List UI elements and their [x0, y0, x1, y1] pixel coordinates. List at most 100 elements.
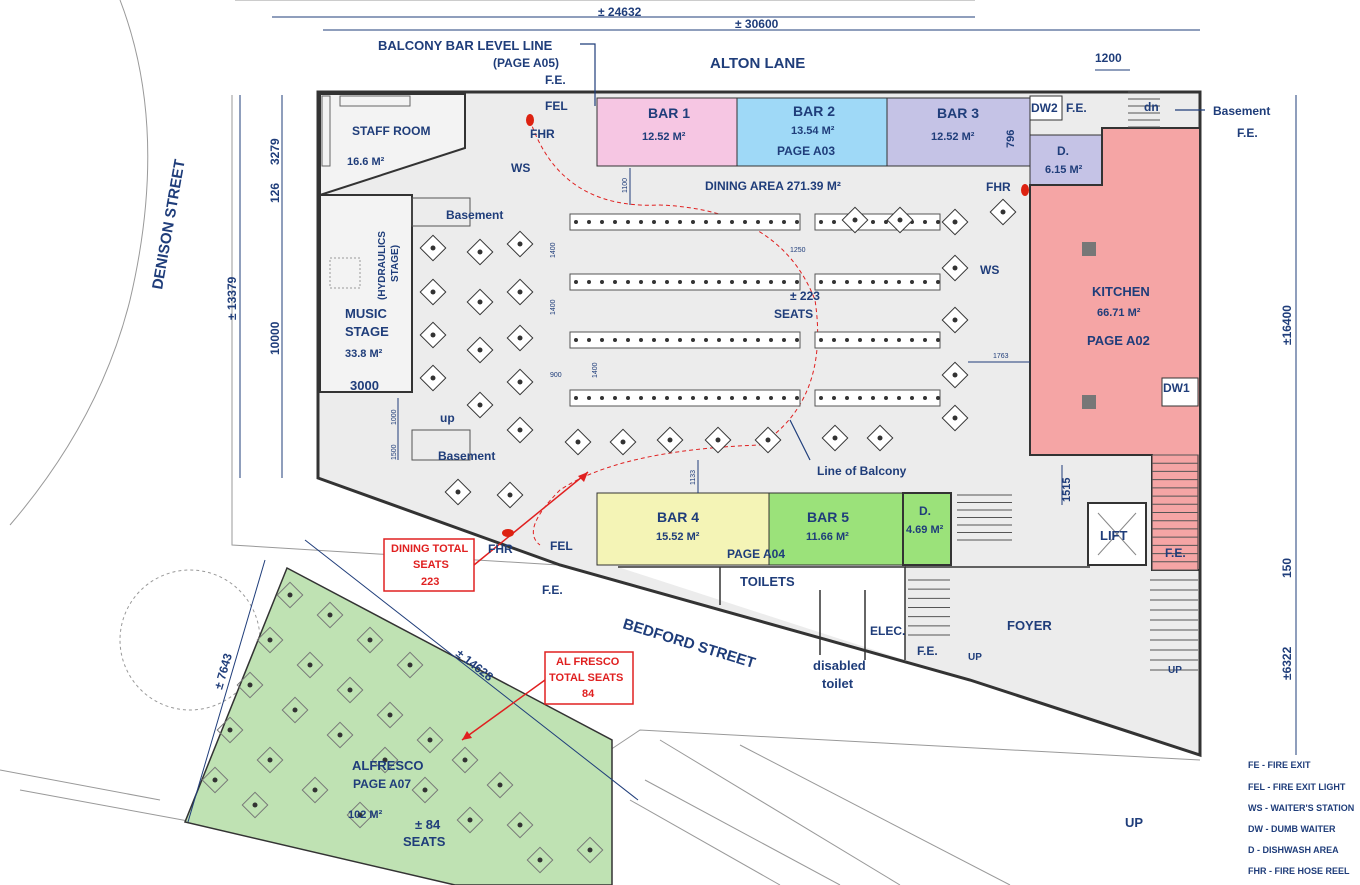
alfresco-total-line2: TOTAL SEATS	[549, 672, 623, 684]
seat-marker	[769, 220, 773, 224]
bar2-area: 13.54 M²	[791, 125, 835, 137]
seat-marker	[665, 220, 669, 224]
seat-marker	[639, 220, 643, 224]
seat-marker	[574, 280, 578, 284]
seat-marker	[884, 338, 888, 342]
d-top-name: D.	[1057, 144, 1069, 158]
seat-marker	[743, 220, 747, 224]
table-marker	[715, 437, 721, 443]
table-marker	[897, 217, 903, 223]
dim-1250: 1250	[790, 247, 806, 254]
seat-marker	[574, 220, 578, 224]
seat-marker	[871, 280, 875, 284]
seat-marker	[587, 220, 591, 224]
dimension-lines	[187, 16, 1297, 823]
dim-3000: 3000	[350, 378, 379, 393]
seat-marker	[665, 280, 669, 284]
disabled-toilet-line2: toilet	[822, 676, 854, 691]
seat-marker	[897, 396, 901, 400]
bar4-name: BAR 4	[657, 509, 699, 525]
alfresco-table	[346, 801, 374, 829]
table-marker	[575, 439, 581, 445]
toilets-label: TOILETS	[740, 574, 795, 589]
bar5-area: 11.66 M²	[806, 531, 849, 543]
seat-marker	[704, 338, 708, 342]
alfresco-marker	[312, 787, 318, 793]
alfresco-table	[276, 581, 304, 609]
table-marker	[477, 299, 483, 305]
dim-1400b: 1400	[550, 299, 557, 315]
alfresco-table	[201, 766, 229, 794]
d-top-room	[1029, 134, 1103, 186]
table-marker	[1000, 209, 1006, 215]
seat-marker	[613, 396, 617, 400]
seat-marker	[936, 220, 940, 224]
dim-126: 126	[268, 183, 282, 203]
up-label-foyer: UP	[968, 652, 982, 663]
fhr-markers	[502, 114, 1029, 537]
alton-lane-label: ALTON LANE	[710, 55, 805, 72]
callout-frames	[383, 471, 634, 741]
seat-marker	[652, 338, 656, 342]
seat-marker	[587, 338, 591, 342]
seats-label: SEATS	[774, 307, 813, 321]
legend-item: FEL - FIRE EXIT LIGHT	[1248, 782, 1346, 792]
seat-marker	[923, 220, 927, 224]
seat-marker	[717, 396, 721, 400]
seat-marker	[678, 280, 682, 284]
bar1-area: 12.52 M²	[642, 131, 686, 143]
seat-marker	[884, 220, 888, 224]
dim-7643: ± 7643	[211, 651, 235, 690]
alfresco-table	[576, 836, 604, 864]
seat-marker	[923, 280, 927, 284]
seat-marker	[730, 396, 734, 400]
alfresco-marker	[357, 812, 363, 818]
bar1-name: BAR 1	[648, 105, 690, 121]
seat-marker	[769, 396, 773, 400]
line-of-balcony-label: Line of Balcony	[817, 464, 907, 478]
table-marker	[952, 372, 958, 378]
dim-900: 900	[550, 372, 562, 379]
seat-marker	[858, 396, 862, 400]
seat-marker	[795, 396, 799, 400]
dim-1763: 1763	[993, 353, 1009, 360]
dim-1400a: 1400	[550, 242, 557, 258]
fe-label-top: F.E.	[545, 73, 566, 87]
legend-item: D - DISHWASH AREA	[1248, 845, 1339, 855]
alfresco-marker	[422, 787, 428, 793]
seat-marker	[639, 338, 643, 342]
seat-marker	[782, 338, 786, 342]
seat-marker	[717, 338, 721, 342]
seat-marker	[923, 338, 927, 342]
alfresco-table	[376, 701, 404, 729]
seat-marker	[665, 338, 669, 342]
alfresco-marker	[307, 662, 313, 668]
alfresco-table	[486, 771, 514, 799]
basement-label-bottom: Basement	[438, 449, 495, 463]
seat-marker	[639, 396, 643, 400]
seat-marker	[613, 338, 617, 342]
seat-marker	[691, 220, 695, 224]
legend-item: WS - WAITER'S STATION	[1248, 803, 1354, 813]
dim-16400: ±16400	[1280, 305, 1294, 345]
seat-marker	[795, 220, 799, 224]
seat-marker	[691, 280, 695, 284]
alfresco-marker	[462, 757, 468, 763]
seat-marker	[858, 338, 862, 342]
toilets-block	[618, 566, 1090, 660]
blue-arrows	[580, 43, 1205, 461]
banquet-table	[569, 331, 801, 349]
fe-label-kitchen: F.E.	[1165, 546, 1186, 560]
fhr-label-right: FHR	[986, 180, 1011, 194]
table-marker	[477, 402, 483, 408]
alfresco-total-box	[544, 651, 634, 705]
seat-marker	[819, 338, 823, 342]
alfresco-table	[336, 676, 364, 704]
alfresco-table	[371, 746, 399, 774]
staff-room-area: 16.6 M²	[347, 156, 385, 168]
alfresco-table	[256, 746, 284, 774]
fel-label-top: FEL	[545, 99, 568, 113]
seat-marker	[626, 338, 630, 342]
lift-shaft	[1087, 502, 1147, 566]
